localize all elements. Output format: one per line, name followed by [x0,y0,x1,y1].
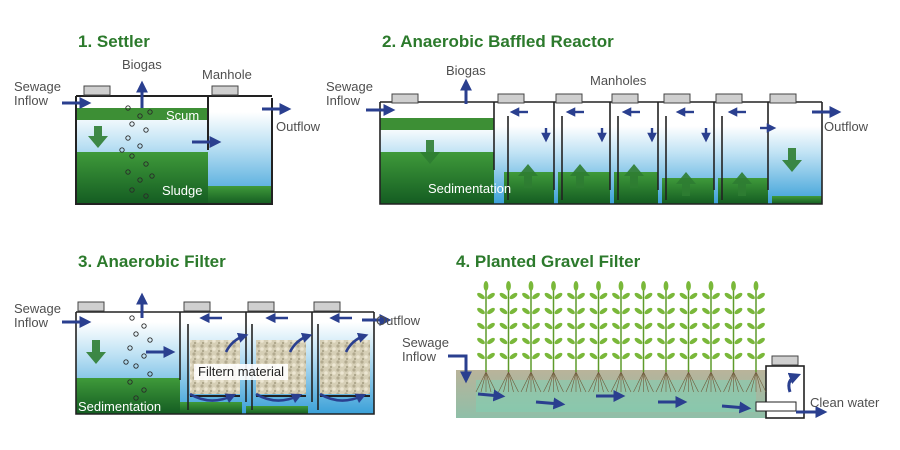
manhole-cover-icon [771,355,799,366]
gas-bubble-icon [123,315,153,401]
abr-scum-layer [380,118,494,130]
plant-icon [700,281,722,393]
settle-arrow-icon [420,140,440,164]
settler-scum-label: Scum [166,108,200,123]
plant-icon [745,281,767,393]
settle-arrow-icon [88,126,108,148]
abr-sewage-label-2: Inflow [326,93,360,108]
manhole-cover-icon [391,93,797,104]
flow-arrow-icon [448,354,472,384]
settler-outflow-label: Outflow [276,119,321,134]
flow-arrow-icon [787,372,802,393]
af-sewage-label-1: Sewage [14,301,61,316]
settler-sewage-label-1: Sewage [14,79,61,94]
af-title: 3. Anaerobic Filter [78,252,226,271]
abr-sludge-layer [380,152,494,204]
manhole-cover-icon [77,301,341,312]
settler-sewage-label-2: Inflow [14,93,48,108]
af-filter-3 [320,340,370,394]
gas-bubble-icon [119,105,155,199]
pgf-clean-water-label: Clean water [810,395,880,410]
pgf-sewage-label-2: Inflow [402,349,436,364]
abr-biogas-label: Biogas [446,63,486,78]
pgf-title: 4. Planted Gravel Filter [456,252,641,271]
plant-icon [633,281,654,393]
settler-sludge-layer [76,152,208,204]
af-sludge-c2 [246,406,308,414]
plant-icon [678,281,699,393]
plant-group [475,281,767,393]
abr-sludge-c6 [772,196,822,204]
pgf-diagram [448,281,828,419]
plant-icon [588,281,609,393]
settler-title: 1. Settler [78,32,150,51]
settle-arrow-icon [86,340,106,364]
abr-manholes-label: Manholes [590,73,647,88]
settler-biogas-label: Biogas [122,57,162,72]
af-diagram [62,292,392,415]
abr-outflow-label: Outflow [824,119,869,134]
settler-sludge-right [208,186,272,204]
rise-arrow-icon [518,164,752,196]
plant-icon [543,281,564,393]
abr-title: 2. Anaerobic Baffled Reactor [382,32,614,51]
plant-icon [655,281,677,393]
settler-sludge-label: Sludge [162,183,203,198]
af-sedimentation-label: Sedimentation [78,399,162,414]
settler-diagram [62,80,292,205]
manhole-cover-icon [83,85,111,96]
af-outflow-label: Outflow [376,313,421,328]
plant-icon [520,281,542,393]
plant-icon [565,281,587,393]
af-filter-material-label: Filtern material [194,364,288,380]
abr-baffle-arrows [509,107,777,143]
plant-icon [498,281,519,393]
outlet-pipe [755,401,797,412]
pgf-flow-arrows [477,389,752,414]
af-flow-arrows [189,312,369,404]
abr-diagram [366,78,842,205]
plant-icon [475,281,497,393]
abr-sedimentation-label: Sedimentation [428,181,512,196]
plant-icon [723,281,744,393]
af-sewage-label-2: Inflow [14,315,48,330]
abr-tank-outline [379,101,823,205]
af-sludge-layer [76,378,180,414]
plant-icon [610,281,632,393]
pgf-sewage-label-1: Sewage [402,335,449,350]
settler-scum-layer [76,108,208,120]
settle-arrow-icon [782,148,802,172]
manhole-cover-icon [211,85,239,96]
settler-manhole-label: Manhole [202,67,252,82]
abr-sewage-label-1: Sewage [326,79,373,94]
af-sludge-c1 [180,402,242,414]
